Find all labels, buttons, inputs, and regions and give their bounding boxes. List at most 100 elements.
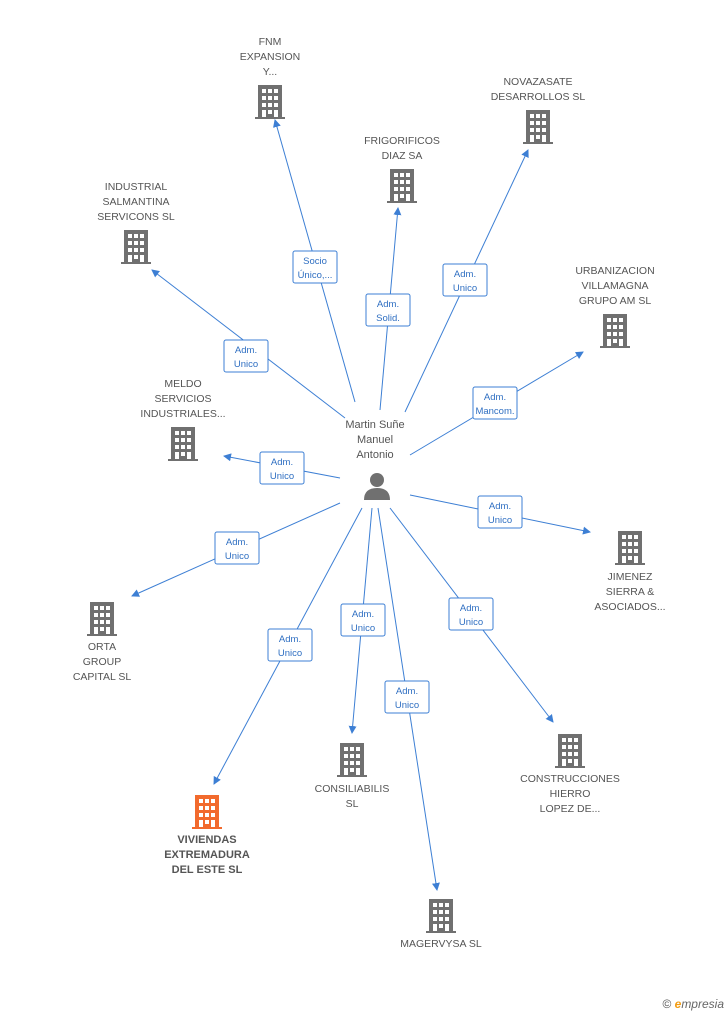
- edge-label-line: Adm.: [279, 634, 301, 645]
- edge-label-line: Mancom.: [475, 406, 514, 417]
- company-name-line: Y...: [263, 66, 277, 78]
- company-node-meldo[interactable]: MELDO SERVICIOS INDUSTRIALES...: [140, 378, 226, 461]
- company-node-construcciones[interactable]: CONSTRUCCIONES HIERRO LOPEZ DE...: [520, 734, 620, 815]
- edge-label-line: Unico: [351, 623, 375, 634]
- company-name-line: SIERRA &: [606, 586, 654, 598]
- brand-initial: e: [674, 997, 682, 1011]
- company-name-line: FRIGORIFICOS: [364, 135, 440, 147]
- company-name-line: SERVICONS SL: [97, 211, 175, 223]
- edge-label-box: [223, 339, 269, 373]
- building-icon: [192, 795, 222, 829]
- company-name-line: SALMANTINA: [102, 196, 169, 208]
- center-name-line-1: Martin Suñe: [345, 419, 404, 431]
- edge-label-line: Unico: [453, 283, 477, 294]
- company-name-line: EXPANSION: [240, 51, 301, 63]
- edge-label-box: [365, 293, 411, 327]
- company-name-line: GROUP: [83, 656, 122, 668]
- building-icon: [387, 169, 417, 203]
- edge-label-line: Adm.: [226, 537, 248, 548]
- company-name-line: HIERRO: [550, 788, 591, 800]
- edge-label-box: [292, 250, 338, 284]
- company-name-line: VILLAMAGNA: [581, 280, 648, 292]
- edge-label-line: Adm.: [271, 457, 293, 468]
- edge-label-line: Unico: [278, 648, 302, 659]
- edge-label-line: Solid.: [376, 313, 400, 324]
- edge-label-magervysa[interactable]: Adm.Unico: [384, 680, 430, 714]
- company-name-line: ASOCIADOS...: [594, 601, 665, 613]
- company-name-line: LOPEZ DE...: [540, 803, 601, 815]
- edge-label-box: [477, 495, 523, 529]
- company-node-fnm[interactable]: FNM EXPANSION Y...: [240, 36, 301, 119]
- company-name-line: VIVIENDAS: [177, 834, 236, 846]
- company-name-line: ORTA: [88, 641, 116, 653]
- company-name-line: GRUPO AM SL: [579, 295, 652, 307]
- center-person[interactable]: Martin Suñe Manuel Antonio: [345, 419, 405, 500]
- edge-label-box: [384, 680, 430, 714]
- building-icon: [555, 734, 585, 768]
- building-icon: [87, 602, 117, 636]
- edge-label-box: [472, 386, 518, 420]
- edge-label-line: Unico: [234, 359, 258, 370]
- brand-name: mpresia: [681, 997, 724, 1011]
- company-name-line: CAPITAL SL: [73, 671, 132, 683]
- company-name-line: FNM: [259, 36, 282, 48]
- edge-label-box: [214, 531, 260, 565]
- edge-label-line: Adm.: [489, 501, 511, 512]
- edge-label-line: Unico: [488, 515, 512, 526]
- edge-label-line: Único,...: [298, 270, 333, 281]
- company-node-orta[interactable]: ORTA GROUP CAPITAL SL: [73, 602, 132, 683]
- building-icon: [337, 743, 367, 777]
- edge-label-line: Adm.: [352, 609, 374, 620]
- building-icon: [426, 899, 456, 933]
- edge-label-novazasate[interactable]: Adm.Unico: [442, 263, 488, 297]
- company-name-line: CONSILIABILIS: [315, 783, 390, 795]
- company-node-magervysa[interactable]: MAGERVYSA SL: [400, 899, 482, 950]
- edge-label-construcciones[interactable]: Adm.Unico: [448, 597, 494, 631]
- building-icon: [168, 427, 198, 461]
- edge-label-viviendas[interactable]: Adm. Unico: [267, 628, 313, 662]
- edge-label-line: Unico: [270, 471, 294, 482]
- edge-label-line: Adm.: [484, 392, 506, 403]
- edge-label-box: [442, 263, 488, 297]
- edge-label-fnm[interactable]: SocioÚnico,...: [292, 250, 338, 284]
- edge-label-line: Socio: [303, 256, 327, 267]
- building-icon: [255, 85, 285, 119]
- edge-label-box: [448, 597, 494, 631]
- edge-label-box: [340, 603, 386, 637]
- copyright-symbol: ©: [662, 997, 672, 1011]
- building-icon: [523, 110, 553, 144]
- edge-label-line: Adm.: [377, 299, 399, 310]
- center-name-line-2: Manuel: [357, 434, 393, 446]
- company-name-line: EXTREMADURA: [164, 849, 250, 861]
- company-name-line: DESARROLLOS SL: [491, 91, 586, 103]
- building-icon: [600, 314, 630, 348]
- edge-label-industrial[interactable]: Adm.Unico: [223, 339, 269, 373]
- company-name-line: SERVICIOS: [155, 393, 212, 405]
- building-icon: [121, 230, 151, 264]
- company-node-viviendas[interactable]: VIVIENDAS EXTREMADURA DEL ESTE SL: [164, 795, 250, 876]
- edge-label-line: Unico: [459, 617, 483, 628]
- edge-label-orta[interactable]: Adm. Unico: [214, 531, 260, 565]
- company-name-line: CONSTRUCCIONES: [520, 773, 620, 785]
- watermark: © empresia: [662, 997, 724, 1011]
- edge-label-box: [259, 451, 305, 485]
- edge-label-meldo[interactable]: Adm. Unico: [259, 451, 305, 485]
- company-name-line: MELDO: [164, 378, 201, 390]
- edge-label-frigorificos[interactable]: Adm. Solid.: [365, 293, 411, 327]
- edge-label-urbanizacion[interactable]: Adm. Mancom.: [472, 386, 518, 420]
- company-name-line: MAGERVYSA SL: [400, 938, 482, 950]
- edge-label-line: Unico: [225, 551, 249, 562]
- edge-label-consiliabilis[interactable]: Adm. Unico: [340, 603, 386, 637]
- company-name-line: DEL ESTE SL: [172, 864, 243, 876]
- edges-layer: SocioÚnico,...Adm.UnicoAdm.Solid.Adm.Uni…: [131, 119, 591, 891]
- edge-label-jimenez[interactable]: Adm. Unico: [477, 495, 523, 529]
- company-name-line: INDUSTRIALES...: [140, 408, 225, 420]
